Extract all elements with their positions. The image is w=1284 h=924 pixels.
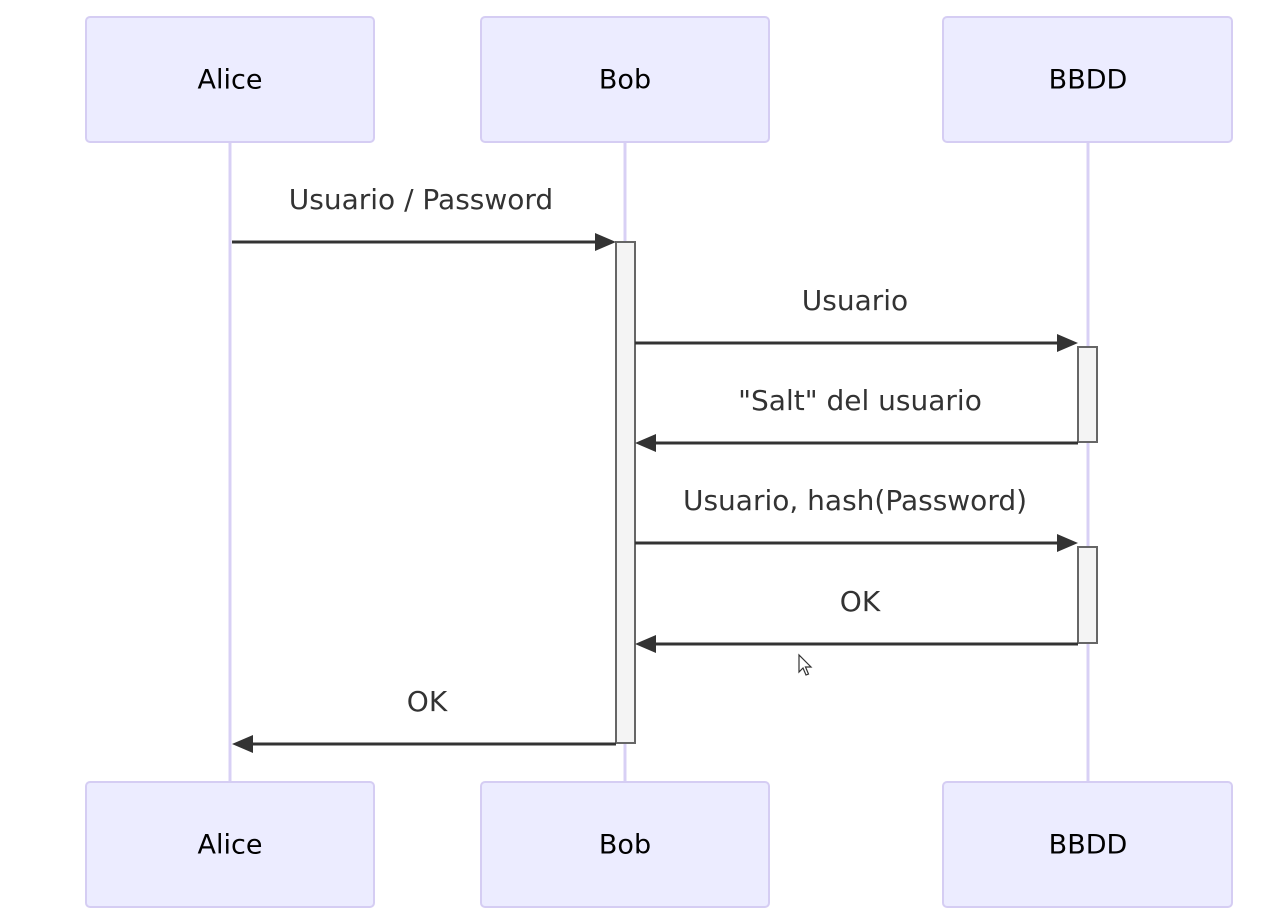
message-bbdd-to-bob-salt: "Salt" del usuario (635, 384, 1078, 452)
arrow-right-icon (1057, 334, 1078, 352)
activation-bbdd-2 (1077, 546, 1098, 644)
message-label: OK (840, 585, 881, 618)
actor-bottom-bob: Bob (480, 781, 770, 908)
message-bob-to-bbdd-user: Usuario (635, 284, 1078, 352)
arrow-left-icon (635, 434, 656, 452)
message-bbdd-to-bob-ok: OK (635, 585, 1078, 653)
actor-label: Alice (198, 830, 263, 861)
message-bob-to-bbdd-hash: Usuario, hash(Password) (635, 484, 1078, 552)
actor-top-bbdd: BBDD (942, 16, 1233, 143)
message-label: OK (407, 685, 448, 718)
actor-label: BBDD (1049, 830, 1128, 861)
activation-bob (615, 241, 636, 744)
activation-bbdd-1 (1077, 346, 1098, 443)
arrow-right-icon (595, 233, 616, 251)
actor-bottom-bbdd: BBDD (942, 781, 1233, 908)
arrow-right-icon (1057, 534, 1078, 552)
actor-bottom-alice: Alice (85, 781, 375, 908)
arrow-left-icon (232, 735, 253, 753)
message-alice-to-bob-credentials: Usuario / Password (232, 183, 616, 251)
actor-label: BBDD (1049, 65, 1128, 96)
message-label: Usuario / Password (289, 183, 553, 216)
actor-label: Alice (198, 65, 263, 96)
message-label: "Salt" del usuario (738, 384, 982, 417)
message-bob-to-alice-ok: OK (232, 685, 616, 753)
actor-top-bob: Bob (480, 16, 770, 143)
mouse-cursor-icon (798, 653, 813, 676)
actor-label: Bob (599, 830, 651, 861)
actor-top-alice: Alice (85, 16, 375, 143)
message-label: Usuario (802, 284, 908, 317)
arrow-left-icon (635, 635, 656, 653)
actor-label: Bob (599, 65, 651, 96)
message-label: Usuario, hash(Password) (683, 484, 1027, 517)
